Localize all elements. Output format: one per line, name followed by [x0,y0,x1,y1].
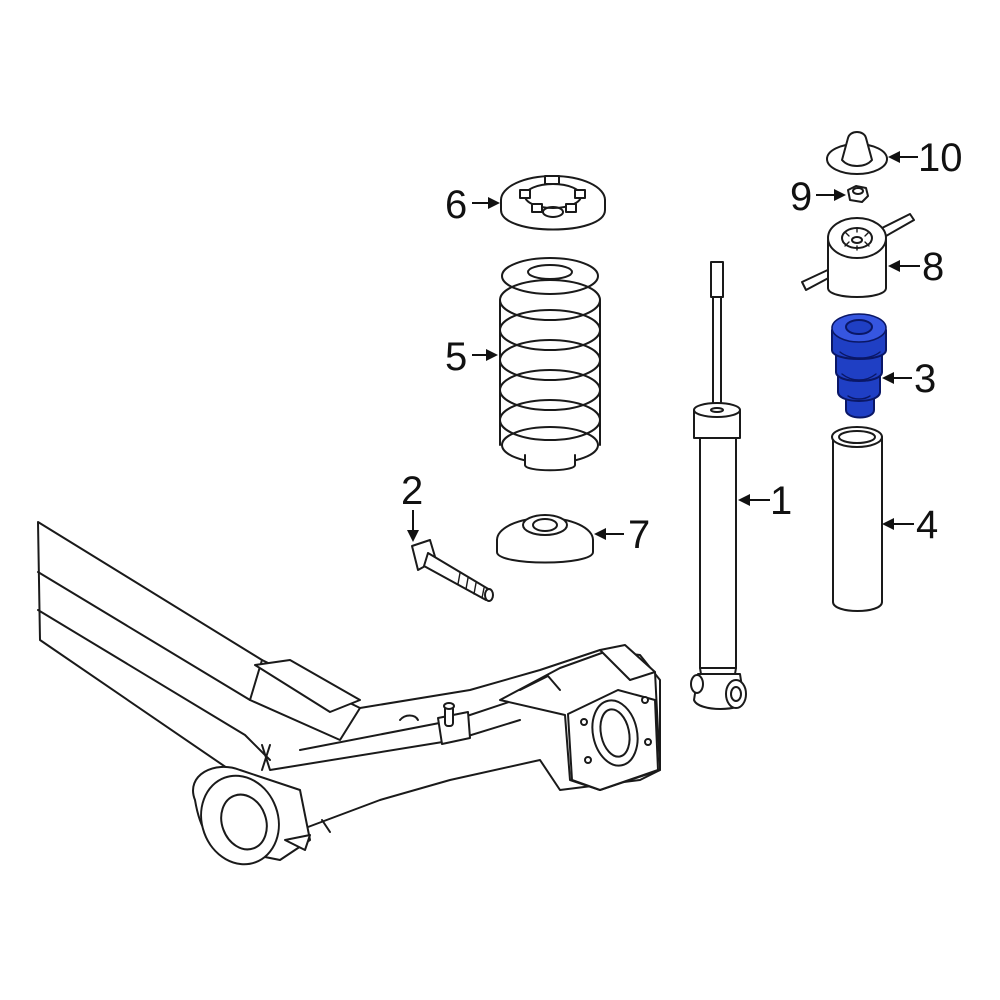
callout-label-6: 6 [445,183,467,227]
callout-label-1: 1 [770,479,792,523]
callout-4: 4 [882,503,938,547]
part-1-shock-absorber [690,261,747,710]
part-7-lower-spring-seat [496,514,594,564]
callout-10: 10 [888,136,963,180]
callout-label-4: 4 [916,503,938,547]
rear-axle-beam [37,521,661,866]
callout-2: 2 [401,469,423,542]
callout-label-9: 9 [790,175,812,219]
part-5-coil-spring [499,257,601,472]
part-8-upper-mount [801,213,915,298]
part-6-upper-spring-seat [500,175,606,231]
callout-label-10: 10 [918,136,963,180]
part-3-bump-stop [831,313,887,419]
callout-label-3: 3 [914,357,936,401]
callout-5: 5 [445,335,498,379]
callout-label-2: 2 [401,469,423,513]
callout-6: 6 [445,183,500,227]
part-9-nut [847,185,869,203]
part-4-dust-boot [831,426,883,612]
callout-8: 8 [888,245,944,289]
callout-1: 1 [738,479,792,523]
callout-label-7: 7 [628,513,650,557]
callout-3: 3 [882,357,936,401]
callout-7: 7 [594,513,650,557]
callout-9: 9 [790,175,846,219]
part-2-bolt [411,539,494,602]
callout-label-5: 5 [445,335,467,379]
part-10-top-cap [826,131,888,175]
callout-label-8: 8 [922,245,944,289]
